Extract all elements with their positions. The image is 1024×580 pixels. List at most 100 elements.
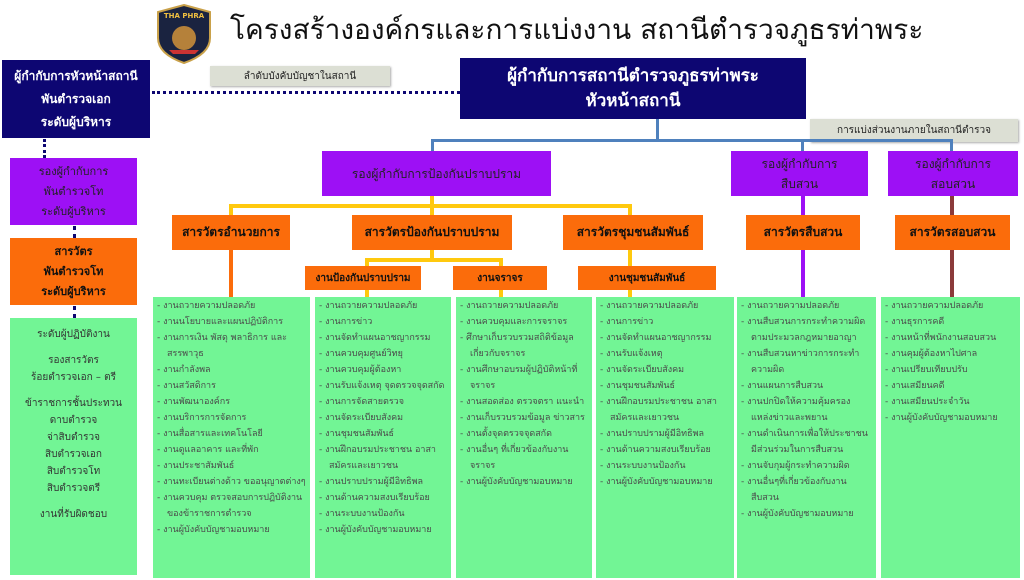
- duty-item: - งานสวัสดิการ: [157, 381, 216, 391]
- duty-item: - งานถวายความปลอดภัย: [319, 301, 418, 311]
- chief-box: ผู้กำกับการสถานีตำรวจภูธรท่าพระ หัวหน้าส…: [460, 58, 806, 119]
- connector-line: [499, 290, 503, 297]
- duty-item: - งานสอดส่อง ตรวจตรา แนะนำ: [460, 397, 585, 407]
- duty-item: - งานแผนการสืบสวน: [741, 381, 824, 391]
- duty-item: - งานเก็บรวบรวมข้อมูล ข่าวสาร: [460, 413, 585, 423]
- duties-inquiry: - งานถวายความปลอดภัย - งานธุรการคดี - งานห…: [881, 297, 1020, 578]
- connector-line: [365, 290, 369, 297]
- duty-item: - งานผู้บังคับบัญชามอบหมาย: [319, 525, 432, 535]
- duty-item: - งานอื่นๆ ที่เกี่ยวข้องกับงาน จราจร: [460, 445, 569, 471]
- duty-item: - งานระบบงานป้องกัน: [600, 461, 686, 471]
- duty-item: - งานด้านความสงบเรียบร้อย: [600, 445, 711, 455]
- legend-staff-line: จ่าสิบตำรวจ: [47, 432, 100, 443]
- legend-inspector-rank: พันตำรวจโท: [43, 264, 104, 278]
- legend-chief-box: ผู้กำกับการหัวหน้าสถานี พันตำรวจเอก ระดั…: [2, 60, 150, 138]
- connector-line: [229, 204, 233, 215]
- unit-community-box: งานชุมชนสัมพันธ์: [578, 266, 716, 290]
- deputy-inquiry-box: รองผู้กำกับการ สอบสวน: [888, 151, 1018, 196]
- duty-item: - งานถวายความปลอดภัย: [600, 301, 699, 311]
- duty-item: - งานปราบปรามผู้มีอิทธิพล: [319, 477, 424, 487]
- duty-item: - งานจัดระเบียบสังคม: [319, 413, 404, 423]
- duty-item: - งานถวายความปลอดภัย: [460, 301, 559, 311]
- duty-item: - งานสืบสวนการกระทำความผิด ตามประมวลกฎหม…: [741, 317, 866, 343]
- duty-item: - ศึกษาเก็บรวบรวมสถิติข้อมูล เกี่ยวกับจร…: [460, 333, 574, 359]
- duty-item: - งานศึกษาอบรมผู้ปฏิบัติหน้าที่ จราจร: [460, 365, 578, 391]
- duty-item: - งานรับแจ้งเหตุ: [600, 349, 663, 359]
- duty-item: - งานถวายความปลอดภัย: [885, 301, 984, 311]
- division-label: การแบ่งส่วนงานภายในสถานีตำรวจ: [810, 119, 1018, 142]
- connector-line: [950, 139, 953, 151]
- duty-item: - งานควบคุมศูนย์วิทยุ: [319, 349, 403, 359]
- duty-item: - งานถวายความปลอดภัย: [741, 301, 840, 311]
- duty-item: - งานเสมียนประจำวัน: [885, 397, 970, 407]
- duty-item: - งานการข่าว: [600, 317, 654, 327]
- duty-item: - งานจับกุมผู้กระทำความผิด: [741, 461, 850, 471]
- duty-item: - งานด้านความสงบเรียบร้อย: [319, 493, 430, 503]
- inspector-investigation-box: สารวัตรสืบสวน: [746, 215, 860, 250]
- duty-item: - งานถวายความปลอดภัย: [157, 301, 256, 311]
- duty-item: - งานการข่าว: [319, 317, 373, 327]
- connector-line: [628, 290, 632, 297]
- station-logo: THA PHRA: [155, 3, 213, 65]
- duty-item: - งานปกปิดให้ความคุ้มครอง แหล่งข่าวและพย…: [741, 397, 851, 423]
- duty-item: - งานบริการการจัดการ: [157, 413, 247, 423]
- inspector-prevention-box: สารวัตรป้องกันปราบปราม: [352, 215, 512, 250]
- duty-item: - งานผู้บังคับบัญชามอบหมาย: [460, 477, 573, 487]
- unit-prevention-box: งานป้องกันปราบปราม: [305, 266, 421, 290]
- deputy-prevention-label: รองผู้กำกับการป้องกันปราบปราม: [351, 166, 522, 181]
- duty-item: - งานนโยบายและแผนปฏิบัติการ: [157, 317, 284, 327]
- legend-chief-level: ระดับผู้บริหาร: [40, 114, 112, 129]
- connector-line: [499, 258, 503, 266]
- legend-staff-line: ระดับผู้ปฏิบัติงาน: [37, 329, 110, 340]
- duty-item: - งานหน้าที่พนักงานสอบสวน: [885, 333, 997, 343]
- deputy-inquiry-line1: รองผู้กำกับการ: [915, 156, 991, 171]
- duty-item: - งานจัดทำแผนอาชญากรรม: [319, 333, 431, 343]
- legend-staff-line: งานที่รับผิดชอบ: [39, 509, 108, 520]
- connector-line: [229, 204, 632, 208]
- duty-item: - งานควบคุมผู้ต้องหา: [319, 365, 402, 375]
- connector-line: [628, 204, 632, 215]
- legend-staff-line: สิบตำรวจตรี: [46, 483, 101, 494]
- duty-item: - งานตั้งจุดตรวจจุดสกัด: [460, 429, 552, 439]
- duty-item: - งานชุมชนสัมพันธ์: [600, 381, 676, 391]
- duty-item: - งานดำเนินการเพื่อให้ประชาชน มีส่วนร่วม…: [741, 429, 868, 455]
- chain-dotted-line: [152, 91, 460, 94]
- duty-item: - งานประชาสัมพันธ์: [157, 461, 235, 471]
- legend-inspector-box: สารวัตร พันตำรวจโท ระดับผู้บริหาร: [10, 238, 137, 305]
- duty-item: - งานสืบสวนหาข่าวการกระทำ ความผิด: [741, 349, 860, 375]
- connector-line: [628, 250, 632, 266]
- duty-item: - งานจัดทำแผนอาชญากรรม: [600, 333, 712, 343]
- legend-staff-line: สิบตำรวจโท: [46, 466, 101, 477]
- legend-connector: [43, 139, 46, 158]
- duty-item: - งานผู้บังคับบัญชามอบหมาย: [741, 509, 854, 519]
- duty-item: - งานระบบงานป้องกัน: [319, 509, 405, 519]
- duty-item: - งานควบคุมและการจราจร: [460, 317, 568, 327]
- connector-line: [365, 258, 503, 262]
- legend-staff-line: [14, 343, 133, 352]
- legend-connector: [73, 306, 76, 318]
- connector-line: [229, 250, 233, 297]
- duties-traffic: - งานถวายความปลอดภัย - งานควบคุมและการจรา…: [456, 297, 592, 578]
- duty-item: - งานคุมผู้ต้องหาไปศาล: [885, 349, 978, 359]
- deputy-investigation-line1: รองผู้กำกับการ: [761, 156, 838, 171]
- duty-item: - งานธุรการคดี: [885, 317, 945, 327]
- legend-staff-line: ร้อยตำรวจเอก – ตรี: [31, 372, 116, 383]
- legend-staff-line: ข้าราชการชั้นประทวน: [24, 398, 123, 409]
- duty-item: - งานฝึกอบรมประชาชน อาสาสมัครและเยาวชน: [600, 397, 717, 423]
- legend-deputy-rank: พันตำรวจโท: [43, 184, 104, 198]
- deputy-investigation-box: รองผู้กำกับการ สืบสวน: [731, 151, 868, 196]
- chief-title: ผู้กำกับการสถานีตำรวจภูธรท่าพระ: [507, 65, 759, 86]
- legend-deputy-title: รองผู้กำกับการ: [38, 164, 109, 178]
- duty-item: - งานควบคุม ตรวจสอบการปฏิบัติงานของข้ารา…: [157, 493, 303, 519]
- duty-item: - งานฝึกอบรมประชาชน อาสาสมัครและเยาวชน: [319, 445, 436, 471]
- deputy-inquiry-line2: สอบสวน: [930, 176, 976, 191]
- duty-item: - งานดูแลอาคาร และที่พัก: [157, 445, 259, 455]
- logo-text: THA PHRA: [163, 12, 205, 20]
- chief-subtitle: หัวหน้าสถานี: [585, 90, 681, 111]
- duty-item: - งานจัดระเบียบสังคม: [600, 365, 685, 375]
- deputy-investigation-line2: สืบสวน: [780, 176, 819, 191]
- legend-staff-line: รองสารวัตร: [48, 355, 99, 366]
- duty-item: - งานปราบปรามผู้มีอิทธิพล: [600, 429, 705, 439]
- duties-admin: - งานถวายความปลอดภัย - งานนโยบายและแผนปฏิ…: [153, 297, 310, 578]
- connector-line: [365, 258, 369, 266]
